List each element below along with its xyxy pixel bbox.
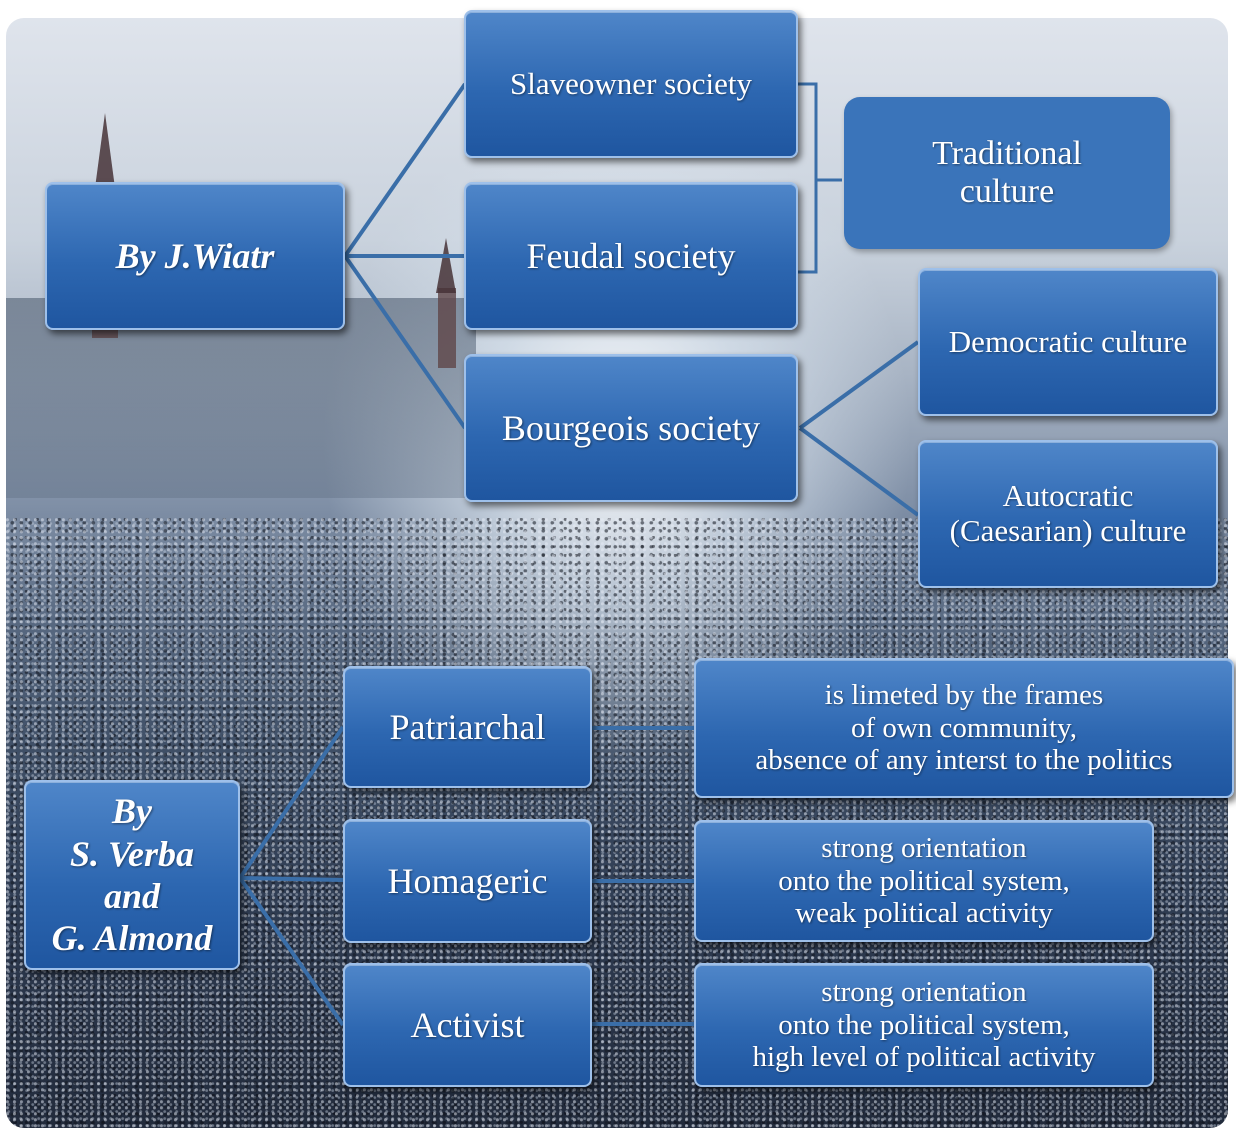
- connector-wiatr-slaveowner: [343, 82, 467, 258]
- desc-patriarchal-line-1: is limeted by the frames: [824, 679, 1104, 712]
- desc-homageric-line-3: weak political activity: [795, 897, 1053, 930]
- connector-bourgeois-democratic: [798, 340, 920, 430]
- autocratic-line-1: Autocratic: [1002, 478, 1134, 514]
- connector-verba-activist: [238, 876, 345, 1027]
- traditional-line-1: Traditional: [932, 134, 1082, 172]
- connector-verba-patriarchal: [238, 725, 345, 880]
- desc-homageric-line-2: onto the political system,: [778, 864, 1070, 897]
- bracket-traditional: [790, 82, 842, 274]
- connector-bourgeois-autocratic: [798, 426, 920, 517]
- desc-activist: strong orientation onto the political sy…: [694, 963, 1154, 1087]
- root-by-verba-almond: By S. Verba and G. Almond: [24, 780, 240, 970]
- connector-verba-homageric: [239, 876, 344, 882]
- desc-patriarchal: is limeted by the frames of own communit…: [694, 658, 1234, 798]
- desc-activist-line-1: strong orientation: [821, 976, 1027, 1009]
- tower-body-2: [438, 288, 456, 368]
- verba-line-4: G. Almond: [51, 918, 213, 959]
- traditional-line-2: culture: [959, 173, 1055, 210]
- autocratic-line-2: (Caesarian) culture: [949, 513, 1187, 548]
- node-activist: Activist: [343, 963, 592, 1087]
- verba-line-1: By: [111, 791, 152, 832]
- node-slaveowner-society: Slaveowner society: [464, 10, 798, 158]
- desc-homageric-line-1: strong orientation: [821, 832, 1027, 865]
- tower-spire-2: [436, 238, 456, 293]
- verba-line-2: S. Verba: [69, 833, 194, 874]
- desc-activist-line-3: high level of political activity: [752, 1041, 1096, 1074]
- desc-homageric: strong orientation onto the political sy…: [694, 820, 1154, 942]
- node-patriarchal: Patriarchal: [343, 666, 592, 788]
- desc-activist-line-2: onto the political system,: [778, 1008, 1070, 1041]
- desc-patriarchal-line-3: absence of any interst to the politics: [755, 744, 1173, 777]
- node-autocratic-culture: Autocratic (Caesarian) culture: [918, 440, 1218, 588]
- desc-patriarchal-line-2: of own community,: [850, 711, 1078, 744]
- node-traditional-culture: Traditional culture: [844, 97, 1170, 249]
- root-by-wiatr: By J.Wiatr: [45, 182, 345, 330]
- connector-wiatr-bourgeois: [343, 254, 467, 430]
- node-feudal-society: Feudal society: [464, 182, 798, 330]
- node-homageric: Homageric: [343, 819, 592, 943]
- node-bourgeois-society: Bourgeois society: [464, 354, 798, 502]
- node-democratic-culture: Democratic culture: [918, 268, 1218, 416]
- verba-line-3: and: [103, 876, 160, 916]
